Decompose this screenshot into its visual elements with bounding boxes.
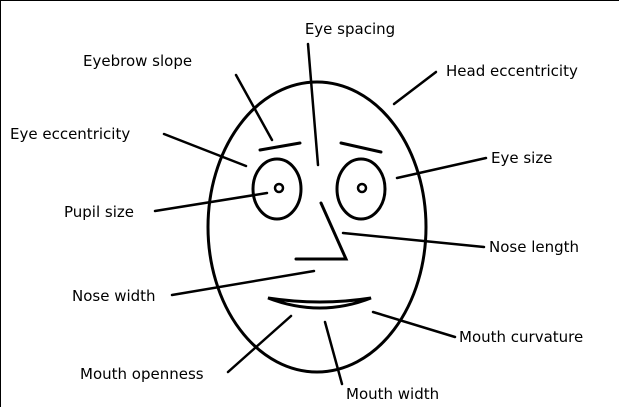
nose-width-pointer	[172, 271, 314, 295]
label-head-eccentricity: Head eccentricity	[446, 62, 578, 80]
mouth-width-pointer	[325, 322, 342, 384]
eye-spacing-pointer	[308, 44, 318, 165]
head-eccentricity-pointer	[394, 72, 436, 104]
label-nose-length: Nose length	[489, 238, 579, 256]
label-eyebrow-slope: Eyebrow slope	[83, 52, 192, 70]
label-eye-spacing: Eye spacing	[305, 20, 395, 38]
label-eye-size: Eye size	[491, 149, 552, 167]
eyebrow-slope-pointer	[236, 75, 272, 140]
label-nose-width: Nose width	[72, 287, 156, 305]
right-pupil	[358, 184, 366, 192]
label-mouth-width: Mouth width	[346, 385, 439, 403]
label-eye-eccentricity: Eye eccentricity	[10, 125, 130, 143]
nose-length-pointer	[343, 233, 484, 247]
eye-eccentricity-pointer	[164, 134, 246, 166]
head-outline	[208, 82, 426, 372]
label-mouth-openness: Mouth openness	[80, 365, 204, 383]
right-eyebrow	[341, 143, 381, 152]
left-eyebrow	[260, 143, 300, 150]
mouth-curvature-pointer	[373, 312, 455, 337]
label-mouth-curvature: Mouth curvature	[459, 328, 583, 346]
mouth	[268, 298, 371, 308]
eye-size-pointer	[397, 158, 486, 178]
left-eye	[253, 159, 301, 219]
right-eye	[337, 159, 385, 219]
label-pupil-size: Pupil size	[64, 203, 134, 221]
nose	[296, 203, 346, 259]
left-pupil	[275, 184, 283, 192]
